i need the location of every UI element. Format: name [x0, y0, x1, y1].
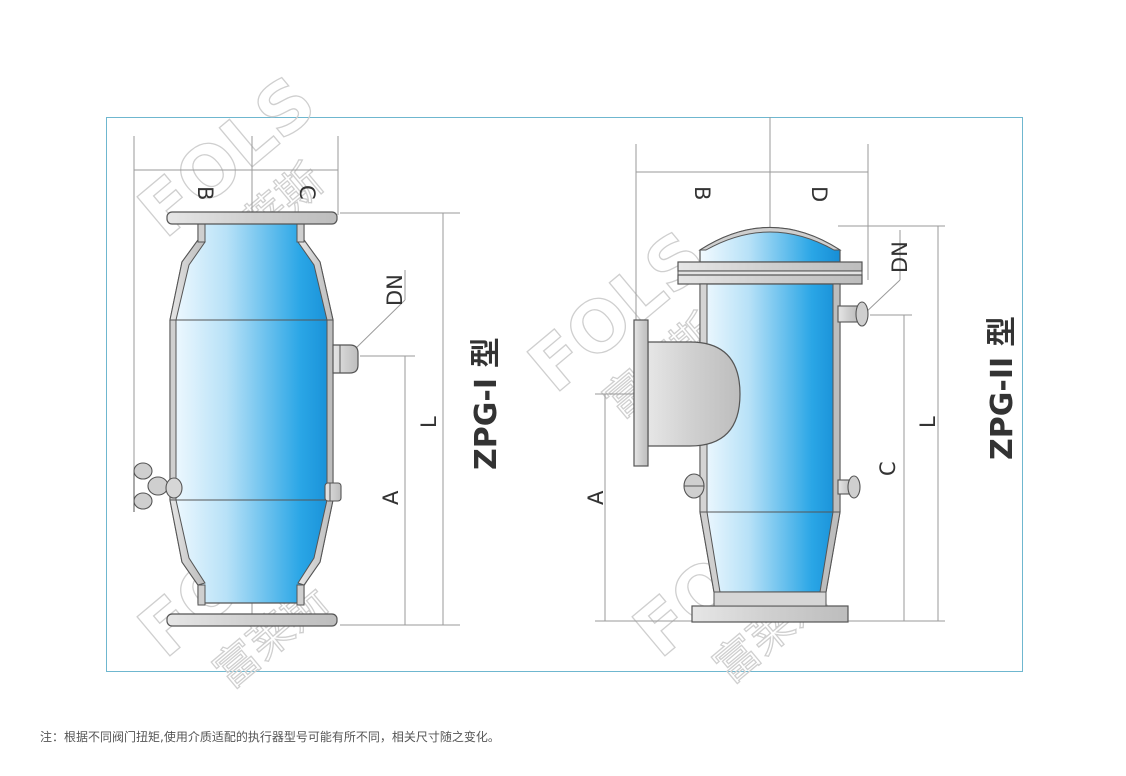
filter-ii-label-d: D — [807, 186, 831, 202]
filter-i-label-c: C — [295, 185, 319, 200]
drawing-frame — [106, 117, 1023, 672]
filter-ii-label-l: L — [916, 416, 940, 428]
filter-ii-label-a: A — [584, 490, 608, 505]
filter-i-handwheel-icon — [133, 462, 183, 512]
filter-i-drain-valve — [324, 482, 342, 502]
filter-i-dn-outlet — [332, 344, 359, 374]
filter-ii-drain-valve-right — [837, 475, 861, 499]
filter-i-model-title: ZPG-I 型 — [469, 338, 504, 470]
filter-ii-label-dn: DN — [888, 241, 912, 273]
filter-ii-drain-valve-left — [683, 473, 705, 499]
filter-ii-cover-flange — [677, 261, 863, 272]
filter-ii-model-title: ZPG-II 型 — [985, 316, 1020, 460]
footnote: 注：根据不同阀门扭矩,使用介质适配的执行器型号可能有所不同，相关尺寸随之变化。 — [40, 730, 500, 744]
filter-ii-label-b: B — [690, 186, 714, 200]
filter-i: B C DN L A ZPG-I 型 — [133, 136, 504, 627]
filter-i-label-l: L — [417, 416, 441, 428]
filter-ii-inlet-nozzle — [647, 341, 741, 447]
filter-i-label-dn: DN — [383, 274, 407, 306]
filter-i-label-b: B — [193, 186, 217, 200]
filter-i-label-a: A — [379, 490, 403, 505]
filter-ii-dn-outlet — [837, 301, 869, 327]
filter-ii-inlet-flange — [633, 319, 649, 467]
filter-ii-base — [691, 605, 849, 623]
filter-ii-label-c: C — [876, 461, 900, 476]
filter-ii-dome — [699, 227, 841, 263]
filter-ii: B D DN L C A ZPG-II 型 — [584, 117, 1020, 623]
filter-i-top-flange — [166, 211, 338, 225]
filter-i-bottom-flange — [166, 613, 338, 627]
filter-i-body — [169, 221, 334, 604]
